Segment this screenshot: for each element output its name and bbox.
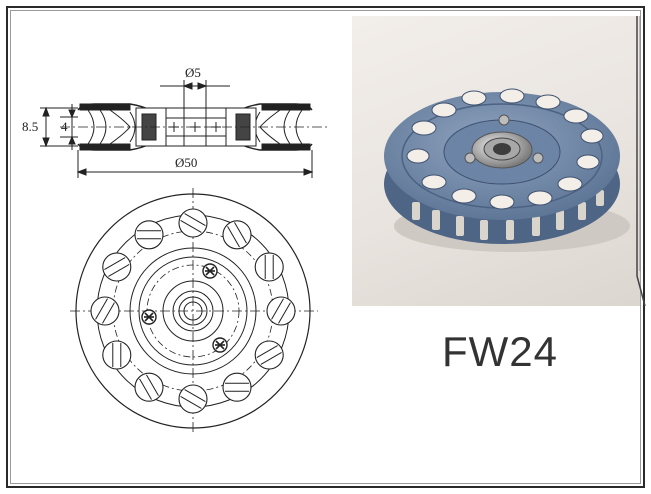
spoke-hole — [178, 384, 208, 414]
spoke-hole — [102, 252, 132, 282]
outer-diameter-label: Ø50 — [175, 155, 197, 170]
spoke-hole — [134, 372, 164, 402]
page-curl-divider — [636, 16, 646, 306]
spoke-holes — [90, 208, 296, 414]
product-photo — [352, 16, 640, 306]
spoke-hole — [102, 340, 132, 370]
side-view — [40, 80, 330, 178]
inner-width-label: 4 — [61, 119, 68, 134]
spoke-hole — [134, 220, 164, 250]
spoke-hole — [266, 296, 296, 326]
screw-icon — [212, 337, 228, 353]
hub-screws — [141, 263, 228, 353]
pulley-photo-icon — [384, 88, 630, 252]
bore-diameter-label: Ø5 — [185, 65, 201, 80]
spoke-hole — [90, 296, 120, 326]
screw-icon — [202, 263, 218, 279]
spoke-hole — [222, 372, 252, 402]
screw-icon — [141, 309, 157, 325]
spoke-hole — [222, 220, 252, 250]
spoke-hole — [254, 252, 284, 282]
total-width-label: 8.5 — [22, 119, 38, 134]
spoke-hole — [178, 208, 208, 238]
spoke-hole — [254, 340, 284, 370]
model-number: FW24 — [442, 328, 559, 375]
